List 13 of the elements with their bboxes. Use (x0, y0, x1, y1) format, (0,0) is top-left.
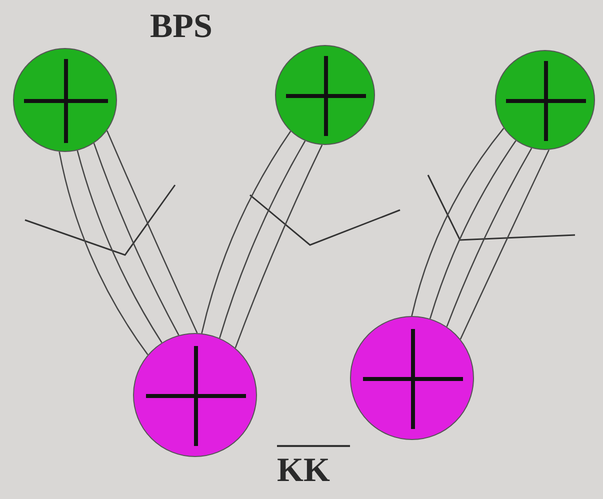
fiber-line (201, 130, 292, 334)
fiber-line (58, 152, 148, 356)
fiber-line (106, 130, 198, 334)
fiber-line (411, 128, 504, 316)
fiber-line (219, 140, 306, 338)
fiber-line (234, 144, 323, 348)
fiber-line (460, 150, 550, 340)
label-text: BPS (150, 8, 212, 46)
fiber-line (446, 148, 532, 327)
label-text: KK (277, 452, 330, 490)
fiber-line (76, 150, 162, 343)
fiber-line (429, 140, 516, 319)
fiber-line (93, 142, 180, 336)
